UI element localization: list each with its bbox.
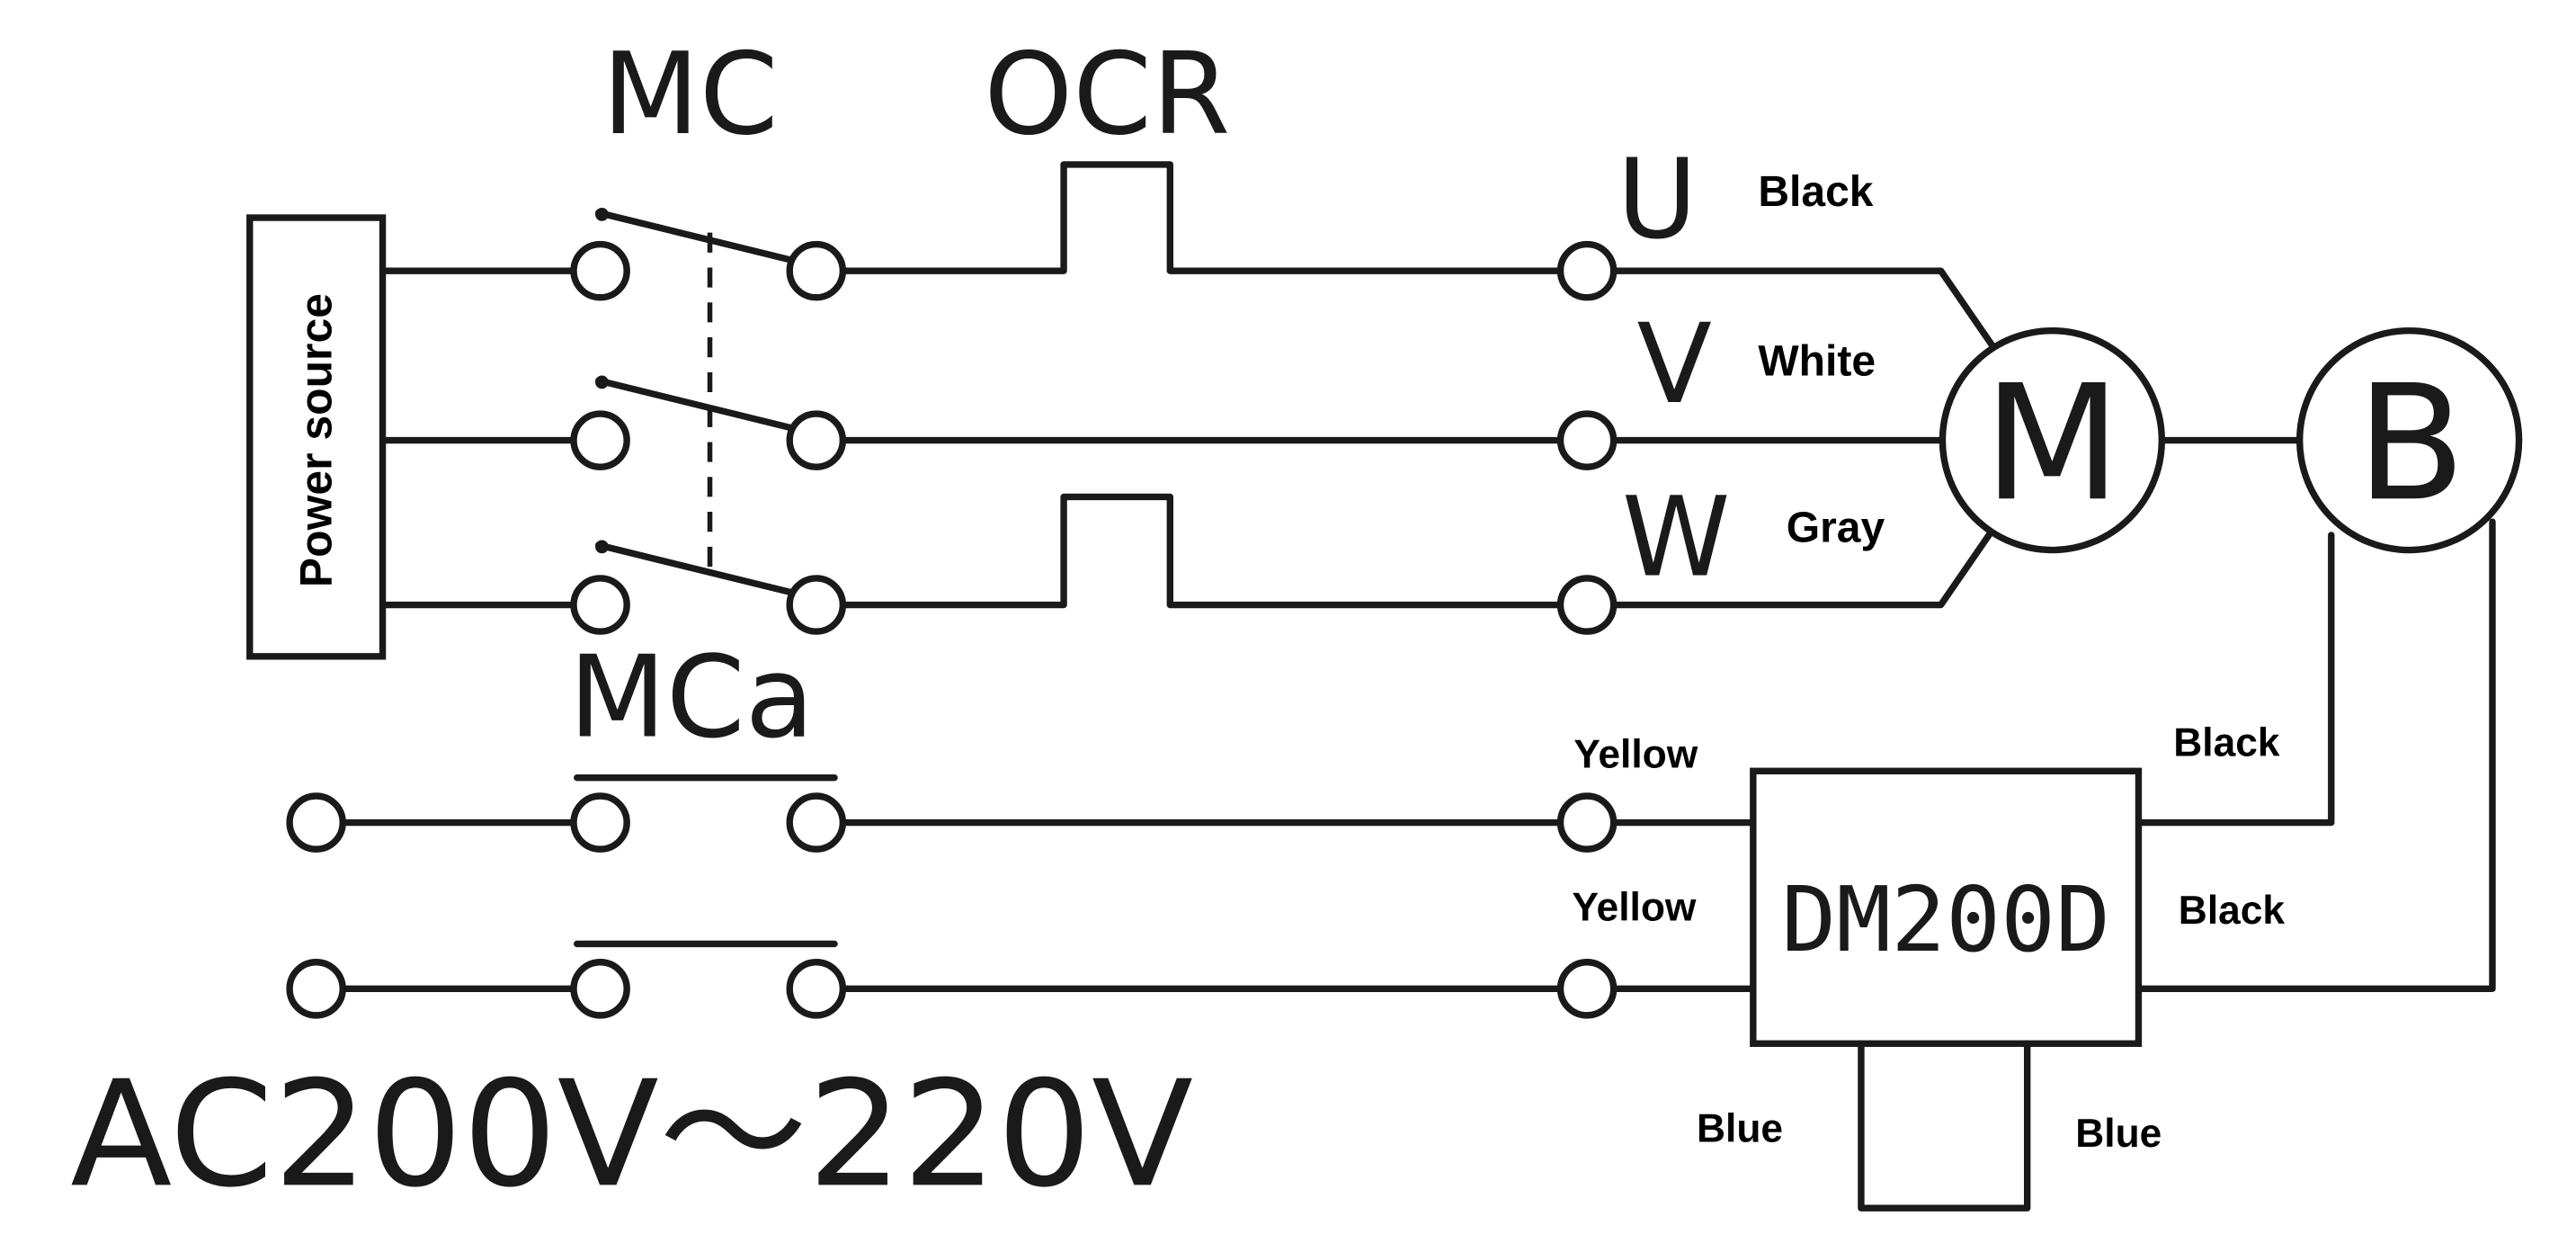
terminals	[286, 240, 1618, 1019]
mc-label: MC	[602, 28, 778, 160]
wire-color-rect-in-2: Yellow	[1572, 886, 1696, 930]
power-source-box	[246, 214, 387, 660]
wire-color-v: White	[1758, 338, 1876, 386]
rectifier-blue-loop	[1858, 1040, 2031, 1212]
mc-contactor	[595, 207, 798, 597]
supply-voltage-label: AC200V～220V	[70, 1050, 1193, 1220]
brake-symbol	[2295, 326, 2523, 554]
phase-u-label: U	[1617, 136, 1697, 264]
wire-color-blue-right: Blue	[2075, 1112, 2162, 1156]
wire-color-w: Gray	[1787, 504, 1885, 551]
phase-v-label: V	[1636, 300, 1711, 428]
brake-label: B	[2357, 350, 2466, 536]
wire-color-u: Black	[1758, 168, 1873, 216]
motor-symbol	[1939, 326, 2166, 554]
phase-w-label: W	[1622, 473, 1731, 601]
ocr-label: OCR	[984, 28, 1230, 160]
wire-color-rect-in-1: Yellow	[1573, 733, 1698, 777]
wire-color-brake-out-2: Black	[2179, 889, 2286, 933]
motor-label: M	[1983, 350, 2121, 536]
brake-wiring	[2135, 518, 2496, 993]
wire-color-blue-left: Blue	[1697, 1106, 1783, 1150]
power-source-label: Power source	[290, 293, 341, 587]
wire-color-brake-out-1: Black	[2173, 721, 2280, 765]
rectifier-label: DM200D	[1781, 867, 2110, 972]
mca-label: MCa	[568, 630, 814, 763]
control-lines	[341, 774, 1757, 993]
rectifier-box	[1750, 767, 2143, 1047]
main-lines	[379, 161, 2305, 609]
